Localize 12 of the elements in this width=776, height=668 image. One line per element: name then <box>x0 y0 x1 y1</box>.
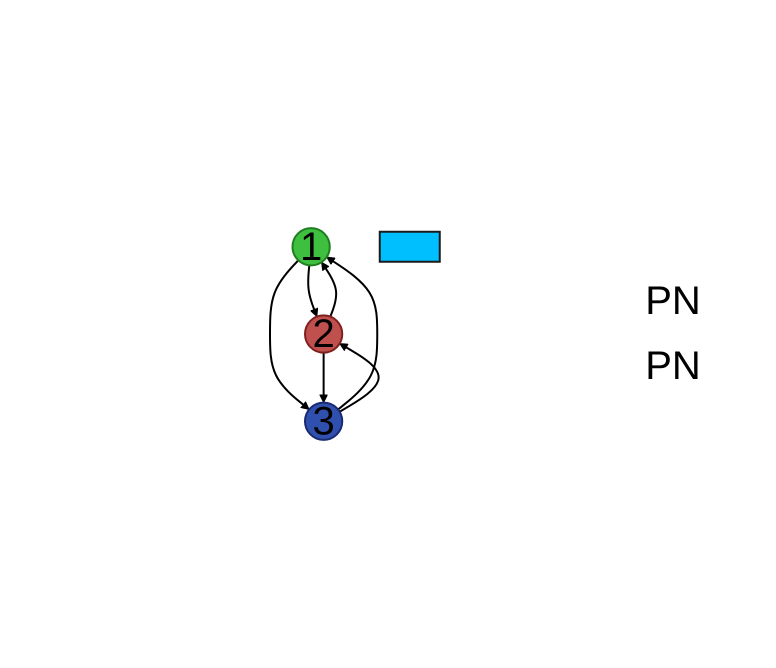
node-circle: 1 <box>292 227 332 266</box>
arrow <box>321 262 338 317</box>
arrow <box>320 352 328 404</box>
arrow <box>339 343 380 413</box>
arrow <box>269 260 310 410</box>
arrow <box>308 265 318 318</box>
node-box <box>379 230 442 263</box>
node-circle: 2 <box>304 314 344 354</box>
label-text: PN <box>645 344 701 389</box>
arrow <box>326 256 379 410</box>
node-circle: 3 <box>304 402 344 441</box>
label-text: PN <box>645 279 701 324</box>
